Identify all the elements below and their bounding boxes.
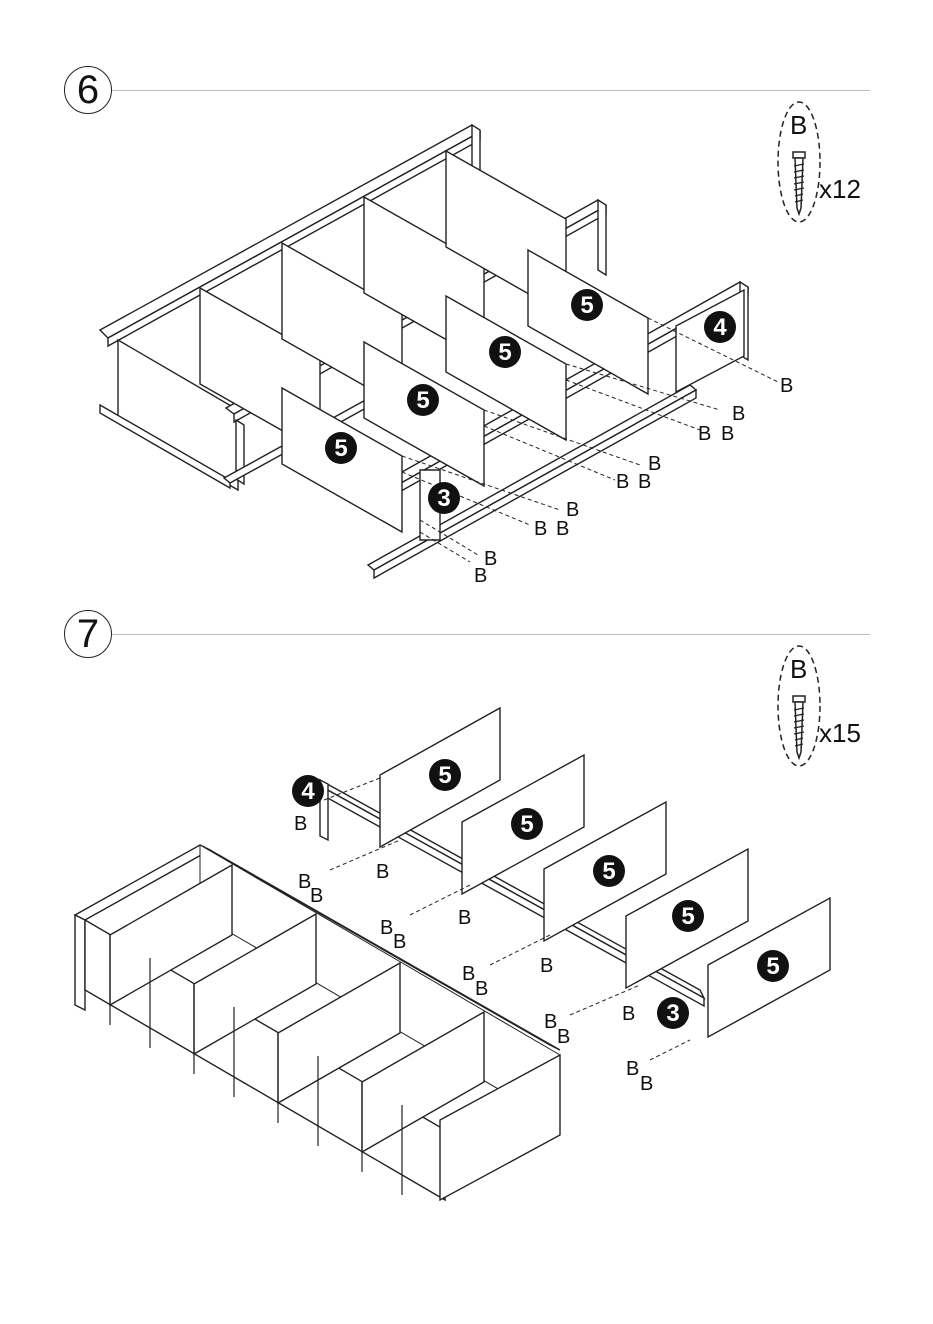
screw-label: B	[626, 1058, 639, 1080]
panel-label-5: 5	[672, 900, 704, 932]
svg-text:5: 5	[766, 953, 779, 980]
screw-label: B	[380, 917, 393, 939]
panel-label-3: 3	[657, 997, 689, 1029]
svg-text:5: 5	[681, 903, 694, 930]
screw-label: B	[376, 861, 389, 883]
svg-text:5: 5	[438, 762, 451, 789]
screw-label: B	[462, 963, 475, 985]
screw-label: B	[557, 1026, 570, 1048]
panel-label-5: 5	[593, 855, 625, 887]
panel-label-5: 5	[511, 808, 543, 840]
screw-label: B	[458, 907, 471, 929]
screw-label: B	[393, 931, 406, 953]
svg-text:5: 5	[520, 811, 533, 838]
svg-text:4: 4	[301, 778, 315, 805]
svg-text:3: 3	[666, 1000, 679, 1027]
screw-label: B	[640, 1073, 653, 1095]
screw-label: B	[540, 955, 553, 977]
panel-label-5: 5	[429, 759, 461, 791]
screw-label: B	[544, 1011, 557, 1033]
panel-label-5: 5	[757, 950, 789, 982]
screw-label: B	[475, 978, 488, 1000]
panel-label-4: 4	[292, 775, 324, 807]
screw-label: B	[294, 813, 307, 835]
svg-text:5: 5	[602, 858, 615, 885]
screw-label: B	[622, 1003, 635, 1025]
screw-label: B	[310, 885, 323, 907]
